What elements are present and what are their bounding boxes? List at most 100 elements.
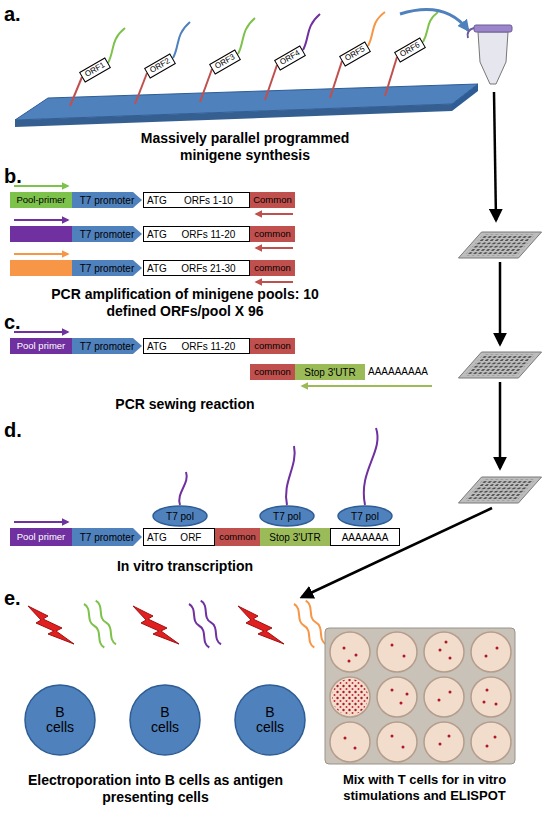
orf-box: ORF5 (339, 41, 371, 66)
node-text-box: T7 pol (259, 505, 315, 527)
elispot-well (424, 677, 464, 717)
node-text: ORF1 (84, 61, 107, 79)
node-text-box: T7 pol (152, 505, 208, 527)
orf-box: ORF2 (144, 53, 176, 78)
node-text-box: Common (250, 192, 295, 208)
minigene-anchor (330, 61, 342, 98)
mrna-wave (94, 600, 117, 645)
b-cell: B cells (234, 684, 306, 756)
rna-transcript (179, 472, 186, 505)
node-text-box: common (250, 260, 295, 276)
node-text-box: B cells (24, 684, 96, 756)
orf-box: ORF4 (274, 45, 306, 70)
well-plate (458, 232, 541, 258)
node-text-box: common (250, 338, 295, 354)
node-text: T7 pol (273, 511, 301, 522)
mrna-wave (187, 603, 210, 648)
node-text: T7 pol (351, 511, 379, 522)
step-caption: Electroporation into B cells as antigen … (8, 772, 303, 806)
primer-arrow (14, 521, 68, 523)
plate-frame (458, 352, 541, 378)
node-text: ATG (143, 195, 167, 206)
pool-primer-box: Pool primer (10, 338, 72, 354)
elispot-positive-spots (332, 679, 368, 715)
node-text: ATG (143, 229, 167, 240)
minigene-anchor (70, 77, 82, 106)
node-text: common (254, 341, 290, 351)
node-text: Stop 3'UTR (304, 367, 355, 378)
primer-arrow (14, 185, 68, 187)
flow-arrow (499, 382, 502, 468)
rect-shape (144, 227, 250, 242)
rect-shape (80, 58, 111, 82)
step-caption: PCR amplification of minigene pools: 10 … (40, 286, 330, 320)
node-text: ORF5 (344, 45, 367, 63)
primer-arrow (256, 247, 293, 249)
t7-promoter-arrow: T7 promoter (72, 528, 142, 546)
slab-edge (452, 84, 478, 111)
node-text: common (254, 229, 290, 239)
node-text-box: ORF5 (339, 41, 371, 66)
node-text: T7 promoter (80, 532, 134, 543)
minigene-strand (368, 12, 385, 46)
primer-arrow (302, 385, 432, 387)
rect-shape (210, 50, 241, 74)
mrna-group (187, 598, 222, 650)
pool-primer-box (10, 226, 72, 242)
common-box: common (215, 528, 260, 546)
node-text-box: B cells (234, 684, 306, 756)
rect-shape (331, 529, 400, 546)
mrna-wave (82, 603, 105, 648)
node-text: T7 promoter (80, 263, 134, 274)
rna-transcript (364, 428, 378, 505)
rect-shape (144, 529, 215, 546)
ellipse-shape (235, 685, 305, 755)
orf-pool-box: ATGORFs 11-20 (143, 226, 250, 242)
node-text-box: ORF3 (209, 49, 241, 74)
rect-shape (295, 364, 365, 380)
step-caption: In vitro transcription (40, 558, 330, 575)
orf-box: ATGORF (143, 528, 215, 546)
node-text-box: ATGORFs 1-10 (143, 192, 250, 208)
common-box: common (250, 226, 295, 242)
ellipse-shape (338, 506, 392, 526)
node-text-box: AAAAAAA (330, 528, 400, 546)
node-text-box: T7 pol (337, 505, 393, 527)
minigene-anchor (200, 69, 212, 102)
microtube-cap (474, 25, 512, 32)
transfer-arrow (400, 10, 468, 30)
mrna-wave (304, 600, 327, 645)
mrna-group (292, 598, 327, 650)
mrna-wave (199, 600, 222, 645)
rect-shape (144, 339, 250, 354)
minigene-strand (303, 14, 320, 50)
rect-shape (260, 528, 330, 546)
rect-shape (215, 528, 260, 546)
node-text-box: common (250, 364, 295, 380)
node-text: ORFs 11-20 (167, 341, 250, 352)
primer-arrow (14, 253, 68, 255)
rect-shape (340, 42, 371, 66)
rect-shape (250, 260, 295, 276)
orf-box: ORF6 (394, 37, 426, 62)
node-text: Pool primer (17, 532, 66, 542)
minigene-strand (173, 22, 190, 58)
rect-shape (250, 364, 295, 380)
node-text-box: ORF2 (144, 53, 176, 78)
node-text: ORF (167, 532, 215, 543)
node-text-box: ATGORFs 21-30 (143, 260, 250, 276)
node-text: ORF2 (149, 57, 172, 75)
node-text: ORF3 (214, 53, 237, 71)
node-text-box: ORF4 (274, 45, 306, 70)
elispot-well (471, 722, 511, 762)
node-text-box: common (250, 226, 295, 242)
well-plate (458, 477, 541, 503)
node-text-box: T7 promoter (72, 338, 142, 354)
panel-letter: b. (4, 164, 22, 188)
step-caption: Massively parallel programmed minigene s… (120, 130, 370, 164)
rect-shape (10, 192, 72, 208)
flow-arrow (494, 92, 496, 220)
